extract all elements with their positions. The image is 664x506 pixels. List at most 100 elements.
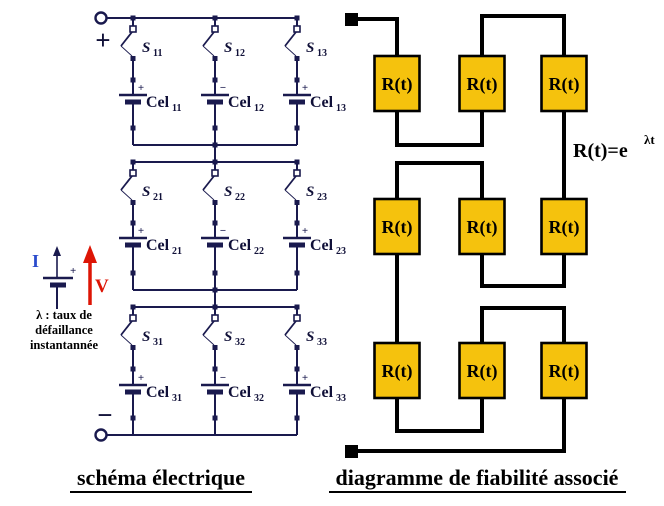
cell-label: Cel — [228, 94, 252, 111]
voltage-label: V — [95, 276, 109, 297]
block-label: R(t) — [549, 74, 580, 95]
switch-link — [284, 45, 297, 57]
switch-link — [202, 334, 215, 346]
switch-link — [284, 334, 297, 346]
reliability-diagram: R(t) R(t) R(t) R(t) R(t) R(t) R(t) — [329, 13, 655, 493]
branch-22: S 22 − Cel 22 — [201, 159, 264, 290]
junction-dot — [294, 270, 300, 276]
block-rect — [540, 341, 588, 400]
switch-hinge — [129, 314, 137, 322]
junction-dot — [212, 220, 218, 226]
junction-dot — [294, 415, 300, 421]
connector — [395, 161, 484, 199]
switch-label: S — [306, 329, 314, 345]
cell-label-sub: 31 — [172, 393, 182, 404]
lambda-note-line1: λ : taux de — [36, 308, 92, 322]
switch-contact-dot — [130, 56, 136, 61]
branch-12: S 12 − Cel 12 — [201, 15, 264, 145]
right-caption: diagramme de fiabilité associé — [336, 465, 619, 490]
switch-blade — [202, 175, 215, 191]
switch-blade — [120, 320, 133, 336]
current-label: I — [32, 251, 39, 271]
connector — [356, 17, 399, 56]
branch-31: S 31 + Cel 31 — [119, 304, 182, 435]
block-rect — [458, 54, 506, 113]
switch-contact-dot — [130, 345, 136, 350]
switch-link — [120, 189, 133, 201]
connector — [480, 14, 566, 56]
reliability-block-21: R(t) — [373, 197, 421, 256]
cell-polarity: − — [220, 372, 226, 384]
switch-hinge — [129, 169, 137, 177]
cell-polarity: + — [138, 372, 144, 384]
switch-link — [202, 189, 215, 201]
switch-contact-dot — [212, 345, 218, 350]
switch-label: S — [306, 40, 314, 56]
branch-11: S 11 + Cel 11 — [119, 15, 181, 145]
switch-label-sub: 21 — [153, 192, 163, 203]
reliability-block-33: R(t) — [540, 341, 588, 400]
electrical-schematic: + − S 11 + Cel 11 — [30, 11, 346, 493]
switch-label-sub: 12 — [235, 48, 245, 59]
formula-base: R(t)=e — [573, 140, 628, 162]
reliability-formula: R(t)=e λt — [573, 132, 655, 162]
junction-dot — [212, 270, 218, 276]
switch-label-sub: 33 — [317, 337, 327, 348]
switch-label-sub: 13 — [317, 48, 327, 59]
switch-contact-dot — [294, 200, 300, 205]
junction-dot — [130, 220, 136, 226]
switch-label-sub: 23 — [317, 192, 327, 203]
switch-blade — [202, 320, 215, 336]
annotation-battery-polarity: + — [70, 265, 76, 277]
cell-label: Cel — [228, 237, 252, 254]
formula-exponent: λt — [644, 132, 655, 147]
block-rect — [540, 197, 588, 256]
lambda-note-line2: défaillance — [35, 323, 93, 337]
diagram-input-terminal — [345, 13, 358, 26]
positive-terminal — [94, 11, 108, 25]
switch-link — [120, 334, 133, 346]
reliability-block-11: R(t) — [373, 54, 421, 113]
switch-label-sub: 11 — [153, 48, 162, 59]
cell-polarity: + — [302, 225, 308, 237]
switch-label-sub: 32 — [235, 337, 245, 348]
lambda-note-line3: instantannée — [30, 338, 99, 352]
junction-dot — [130, 415, 136, 421]
junction-dot — [130, 270, 136, 276]
junction-dot — [212, 125, 218, 131]
branch-23: S 23 + Cel 23 — [283, 159, 346, 290]
block-rect — [373, 341, 421, 400]
block-label: R(t) — [549, 361, 580, 382]
reliability-block-12: R(t) — [458, 54, 506, 113]
cell-label-sub: 23 — [336, 246, 346, 257]
cell-polarity: + — [138, 225, 144, 237]
switch-label-sub: 22 — [235, 192, 245, 203]
minus-sign: − — [97, 400, 112, 430]
switch-contact-dot — [212, 56, 218, 61]
cell-polarity: − — [220, 82, 226, 94]
switch-label: S — [224, 184, 232, 200]
connector — [395, 398, 484, 433]
reliability-block-23: R(t) — [540, 197, 588, 256]
cell-label-sub: 13 — [336, 103, 346, 114]
cell-label: Cel — [228, 384, 252, 401]
switch-contact-dot — [294, 345, 300, 350]
block-rect — [540, 54, 588, 113]
branch-21: S 21 + Cel 21 — [119, 159, 182, 290]
switch-label: S — [306, 184, 314, 200]
cell-label-sub: 32 — [254, 393, 264, 404]
connector — [480, 306, 566, 343]
switch-contact-dot — [294, 56, 300, 61]
block-label: R(t) — [382, 361, 413, 382]
switch-blade — [284, 31, 297, 47]
switch-link — [120, 45, 133, 57]
cell-label: Cel — [146, 94, 170, 111]
connector — [356, 398, 566, 453]
block-label: R(t) — [382, 74, 413, 95]
cell-label-sub: 33 — [336, 393, 346, 404]
cell-label: Cel — [146, 384, 170, 401]
branch-13: S 13 + Cel 13 — [283, 15, 346, 145]
switch-hinge — [211, 169, 219, 177]
block-rect — [373, 54, 421, 113]
